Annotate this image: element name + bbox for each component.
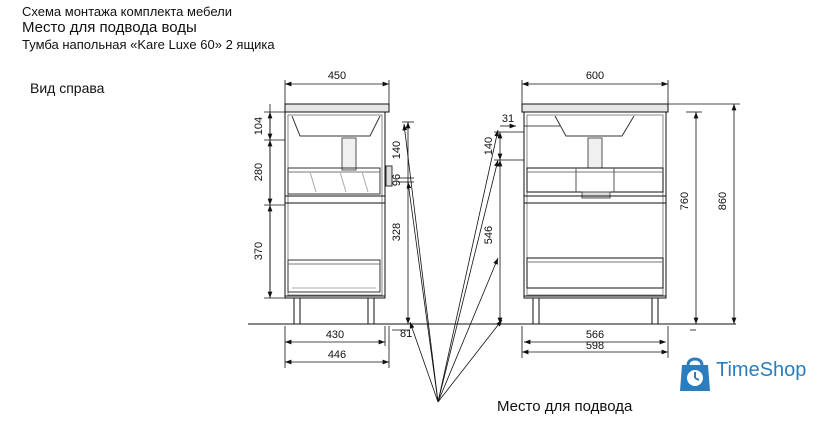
water-leader-lines xyxy=(402,123,503,403)
side-view-cabinet xyxy=(284,103,393,325)
dim-front-width: 600 xyxy=(586,70,604,82)
dim-side-430: 430 xyxy=(326,329,344,341)
brand-name: TimeShop xyxy=(716,359,807,381)
diagram-title: Схема монтажа комплекта мебели xyxy=(22,4,232,19)
view-label: Вид справа xyxy=(30,80,105,96)
dim-front-566: 566 xyxy=(586,329,604,341)
dim-side-width: 450 xyxy=(328,70,346,82)
dim-side-446: 446 xyxy=(328,349,346,361)
diagram-subtitle: Место для подвода воды xyxy=(22,19,197,36)
dim-front-860: 860 xyxy=(717,192,729,210)
dim-front-546: 546 xyxy=(483,226,495,244)
product-name: Тумба напольная «Kare Luxe 60» 2 ящика xyxy=(22,37,275,52)
dim-side-96: 96 xyxy=(391,174,403,186)
dim-front-140: 140 xyxy=(483,137,495,155)
dim-front-31: 31 xyxy=(502,113,514,125)
dim-side-104: 104 xyxy=(253,117,265,135)
shopping-bag-icon xyxy=(680,357,710,391)
dim-side-81: 81 xyxy=(400,328,412,340)
water-supply-label: Место для подвода xyxy=(497,398,633,415)
dim-side-328: 328 xyxy=(391,223,403,241)
dim-side-370: 370 xyxy=(253,242,265,260)
dim-front-598: 598 xyxy=(586,340,604,352)
front-view-cabinet xyxy=(521,103,669,325)
dim-side-280: 280 xyxy=(253,163,265,181)
dim-front-760: 760 xyxy=(679,192,691,210)
timeshop-logo: TimeShop xyxy=(672,349,840,399)
dim-side-140: 140 xyxy=(391,141,403,159)
